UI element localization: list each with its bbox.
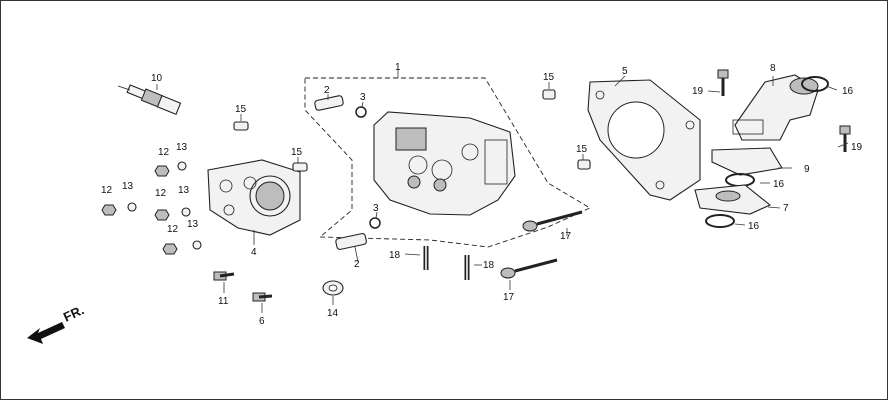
cylinder-head: [373, 111, 516, 216]
o-ring: [705, 214, 735, 228]
dowel-pin: [577, 159, 591, 170]
bolt: [213, 271, 235, 281]
callout-3: 3: [360, 92, 366, 103]
nut: [154, 165, 170, 177]
callout-17: 17: [503, 292, 515, 303]
nut: [101, 204, 117, 216]
long-bolt: [500, 258, 558, 279]
front-direction-arrow: FR.: [27, 302, 86, 344]
callout-17: 17: [560, 231, 572, 242]
callout-13: 13: [178, 185, 190, 196]
head-gasket: [587, 79, 701, 201]
long-bolt: [522, 210, 583, 232]
dowel-pin: [292, 162, 308, 172]
intake-gasket: [711, 147, 783, 176]
washer: [181, 207, 191, 217]
callout-14: 14: [327, 308, 339, 319]
cylinder-head-assembly-outline: [304, 77, 591, 248]
nut: [154, 209, 170, 221]
callout-9: 9: [804, 164, 810, 175]
callout-19: 19: [692, 86, 704, 97]
spark-plug: [117, 84, 182, 116]
callout-1: 1: [395, 62, 401, 73]
bolt: [839, 125, 851, 152]
callout-13: 13: [122, 181, 134, 192]
callout-11: 11: [218, 296, 229, 307]
callout-6: 6: [259, 316, 265, 327]
callout-15: 15: [543, 72, 555, 83]
callout-16: 16: [773, 179, 785, 190]
callout-16: 16: [748, 221, 760, 232]
callout-10: 10: [151, 73, 163, 84]
nut: [162, 243, 178, 255]
bolt: [717, 69, 729, 96]
callout-12: 12: [101, 185, 113, 196]
valve-guide: [314, 95, 344, 111]
callout-16: 16: [842, 86, 854, 97]
callout-19: 19: [851, 142, 863, 153]
callout-2: 2: [324, 85, 330, 96]
o-ring: [725, 173, 755, 187]
callout-12: 12: [155, 188, 167, 199]
washer: [127, 202, 137, 212]
valve-guide: [335, 232, 367, 250]
callout-5: 5: [622, 66, 628, 77]
callout-15: 15: [291, 147, 303, 158]
front-label: FR.: [61, 302, 86, 324]
callout-13: 13: [187, 219, 199, 230]
manifold-block: [207, 159, 301, 236]
callout-4: 4: [251, 247, 257, 258]
callout-7: 7: [783, 203, 789, 214]
callout-2: 2: [354, 259, 360, 270]
callout-12: 12: [158, 147, 170, 158]
bolt: [252, 292, 273, 302]
intake-pipe: [732, 74, 819, 141]
callout-3: 3: [373, 203, 379, 214]
callout-15: 15: [235, 104, 247, 115]
dowel-pin: [542, 89, 556, 100]
callout-12: 12: [167, 224, 179, 235]
callout-18: 18: [483, 260, 495, 271]
leader-lines: [156, 70, 849, 313]
o-ring-small: [355, 106, 367, 118]
callout-8: 8: [770, 63, 776, 74]
callout-18: 18: [389, 250, 401, 261]
dowel-pin: [233, 121, 249, 131]
washer: [192, 240, 202, 250]
o-ring-small: [369, 217, 381, 229]
callout-13: 13: [176, 142, 188, 153]
washer: [177, 161, 187, 171]
callout-15: 15: [576, 144, 588, 155]
insulator: [694, 184, 772, 215]
o-ring: [801, 76, 829, 92]
